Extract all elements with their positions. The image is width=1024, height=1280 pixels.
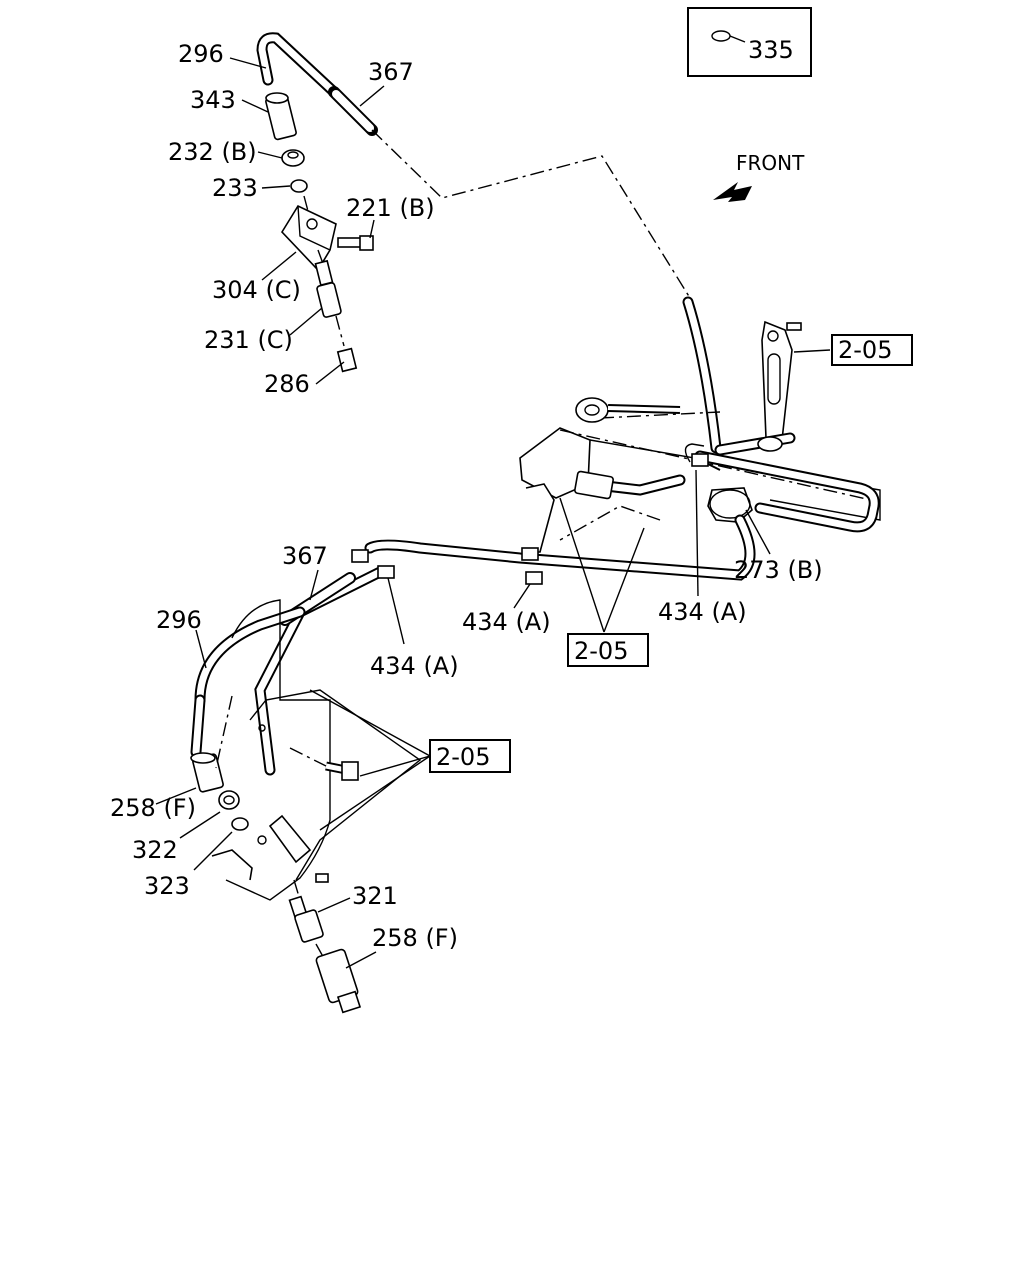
callout-322: 322 bbox=[132, 836, 178, 864]
callout-304c: 304 (C) bbox=[212, 276, 301, 304]
callout-296-upper: 296 bbox=[178, 40, 224, 68]
callout-258f-left: 258 (F) bbox=[110, 794, 196, 822]
ref-2-05-right: 2-05 bbox=[838, 336, 892, 364]
central-body bbox=[519, 397, 881, 553]
legend-label: 335 bbox=[748, 36, 794, 64]
lower-fitting-stack bbox=[190, 695, 362, 1014]
callout-434a-left: 434 (A) bbox=[370, 652, 459, 680]
callout-323: 323 bbox=[144, 872, 190, 900]
seal-ring-icon bbox=[711, 30, 731, 42]
callout-343: 343 bbox=[190, 86, 236, 114]
callout-367-lower: 367 bbox=[282, 542, 328, 570]
callout-221b: 221 (B) bbox=[346, 194, 435, 222]
upper-fitting-stack bbox=[265, 92, 374, 373]
callout-232b: 232 (B) bbox=[168, 138, 257, 166]
callout-434a-centre: 434 (A) bbox=[462, 608, 551, 636]
ref-2-05-lower: 2-05 bbox=[436, 743, 490, 771]
right-bracket bbox=[761, 320, 802, 441]
legend-box: 335 bbox=[687, 7, 812, 77]
lower-bracket bbox=[211, 599, 422, 901]
callout-231c: 231 (C) bbox=[204, 326, 293, 354]
leader-lines bbox=[155, 57, 831, 969]
callout-321: 321 bbox=[352, 882, 398, 910]
callout-labels: 296 343 232 (B) 233 367 221 (B) 304 (C) … bbox=[110, 40, 823, 952]
callout-286: 286 bbox=[264, 370, 310, 398]
callout-273b: 273 (B) bbox=[734, 556, 823, 584]
callout-367-upper: 367 bbox=[368, 58, 414, 86]
callout-434a-right: 434 (A) bbox=[658, 598, 747, 626]
front-indicator: FRONT bbox=[713, 151, 805, 202]
callout-296-lower: 296 bbox=[156, 606, 202, 634]
ref-2-05-centre: 2-05 bbox=[574, 637, 628, 665]
front-arrow-icon bbox=[713, 182, 752, 202]
upper-drain-tube bbox=[256, 32, 378, 136]
callout-258f-bottom: 258 (F) bbox=[372, 924, 458, 952]
section-references: 2-05 2-05 2-05 bbox=[429, 334, 913, 773]
front-label: FRONT bbox=[736, 151, 805, 175]
callout-233: 233 bbox=[212, 174, 258, 202]
